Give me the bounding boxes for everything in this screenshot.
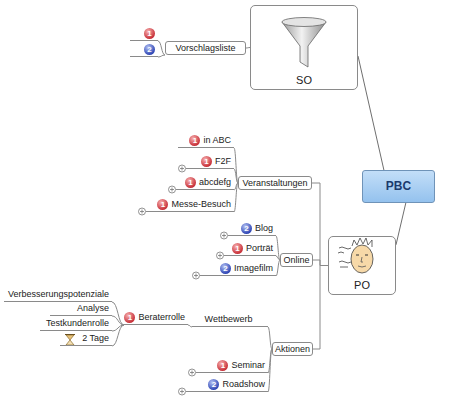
subtopic: 1Beraterrolle — [124, 311, 188, 325]
topic-text: Verbesserungspotenziale — [8, 289, 109, 300]
topic-text: Imagefilm — [234, 263, 273, 274]
main-topic: PO — [328, 236, 396, 295]
branch-line — [313, 266, 328, 350]
funnel-rim — [282, 18, 326, 27]
subtopic: Verbesserungspotenziale — [4, 288, 112, 302]
topic-text: Seminar — [231, 360, 265, 371]
subtopic: 2Roadshow — [186, 378, 268, 392]
subtopic: 1 — [130, 27, 158, 41]
subtopic: Wettbewerb — [192, 313, 268, 327]
branch-line — [158, 41, 165, 55]
topic-text: Veranstaltungen — [242, 178, 307, 189]
subtopic: 2 — [130, 43, 158, 57]
main-topic: SO — [250, 5, 358, 90]
central-topic: PBC — [362, 170, 435, 203]
expander-icon — [139, 208, 146, 215]
expander-icon — [169, 186, 176, 193]
topic-text: SO — [296, 75, 312, 86]
expander-icon — [193, 272, 200, 279]
topic-text: Porträt — [246, 243, 273, 254]
priority-number: 2 — [220, 263, 231, 274]
funnel-icon — [282, 18, 326, 68]
topic-text: 2 Tage — [82, 333, 109, 344]
branch-line — [268, 349, 272, 392]
expander-icon — [217, 252, 224, 259]
subtopic: 1F2F — [186, 155, 234, 169]
face-mouth — [358, 266, 366, 267]
priority-number: 1 — [185, 177, 196, 188]
branch-line — [112, 302, 124, 325]
topic-text: Online — [283, 255, 309, 266]
branch-line — [112, 325, 124, 346]
subtopic: 2 Tage — [60, 332, 112, 346]
topic-text: Beraterrolle — [138, 312, 185, 323]
subtopic: 2Blog — [228, 222, 276, 236]
topic-text: F2F — [215, 156, 231, 167]
branch-line — [358, 56, 384, 170]
topic-text: Testkundenrolle — [46, 318, 109, 329]
priority-number: 1 — [157, 199, 168, 210]
branch-line — [112, 316, 124, 325]
thought-lines — [338, 247, 351, 267]
subtopic: 1abcdefg — [176, 176, 234, 190]
topic-text: Aktionen — [275, 344, 310, 355]
topic-text: in ABC — [203, 135, 231, 146]
subtopic: 1Porträt — [224, 242, 276, 256]
subtopic: Testkundenrolle — [40, 317, 112, 331]
expander-icon — [221, 232, 228, 239]
topic-text: PBC — [386, 181, 411, 192]
topic-text: Wettbewerb — [205, 314, 253, 325]
subtopic: 1in ABC — [178, 134, 234, 148]
topic-box: Veranstaltungen — [238, 176, 312, 190]
funnel-body — [282, 22, 326, 67]
priority-number: 2 — [241, 223, 252, 234]
subtopic: 1Messe-Besuch — [146, 198, 234, 212]
topic-text: PO — [354, 280, 370, 291]
topic-text: Vorschlagsliste — [175, 43, 235, 54]
topic-text: abcdefg — [199, 177, 231, 188]
expander-icon — [179, 165, 186, 172]
priority-number: 1 — [144, 28, 155, 39]
topic-text: Blog — [255, 223, 273, 234]
connectors — [112, 41, 406, 392]
subtopic: Analyse — [50, 302, 112, 316]
expander-icon — [189, 369, 196, 376]
priority-number: 1 — [124, 312, 135, 323]
face-eyes — [356, 255, 368, 256]
topic-text: Roadshow — [222, 379, 265, 390]
priority-number: 1 — [201, 156, 212, 167]
topic-text: Messe-Besuch — [171, 199, 231, 210]
expander-icon — [179, 388, 186, 395]
face-icon — [338, 238, 373, 273]
branch-line — [396, 203, 406, 245]
topic-box: Aktionen — [272, 342, 313, 356]
topic-text: Analyse — [77, 303, 109, 314]
hourglass-icon — [65, 335, 75, 346]
face-head — [351, 245, 373, 273]
branch-line — [158, 55, 165, 57]
priority-number: 2 — [144, 44, 155, 55]
priority-number: 2 — [208, 379, 219, 390]
topic-box: Vorschlagsliste — [165, 41, 246, 55]
subtopic: 2Imagefilm — [200, 262, 276, 276]
branch-line — [313, 260, 328, 266]
branch-line — [312, 183, 328, 266]
priority-number: 1 — [217, 360, 228, 371]
topic-box: Online — [280, 253, 313, 267]
face-nose — [361, 257, 363, 262]
priority-number: 1 — [189, 135, 200, 146]
subtopic: 1Seminar — [196, 359, 268, 373]
priority-number: 1 — [232, 243, 243, 254]
